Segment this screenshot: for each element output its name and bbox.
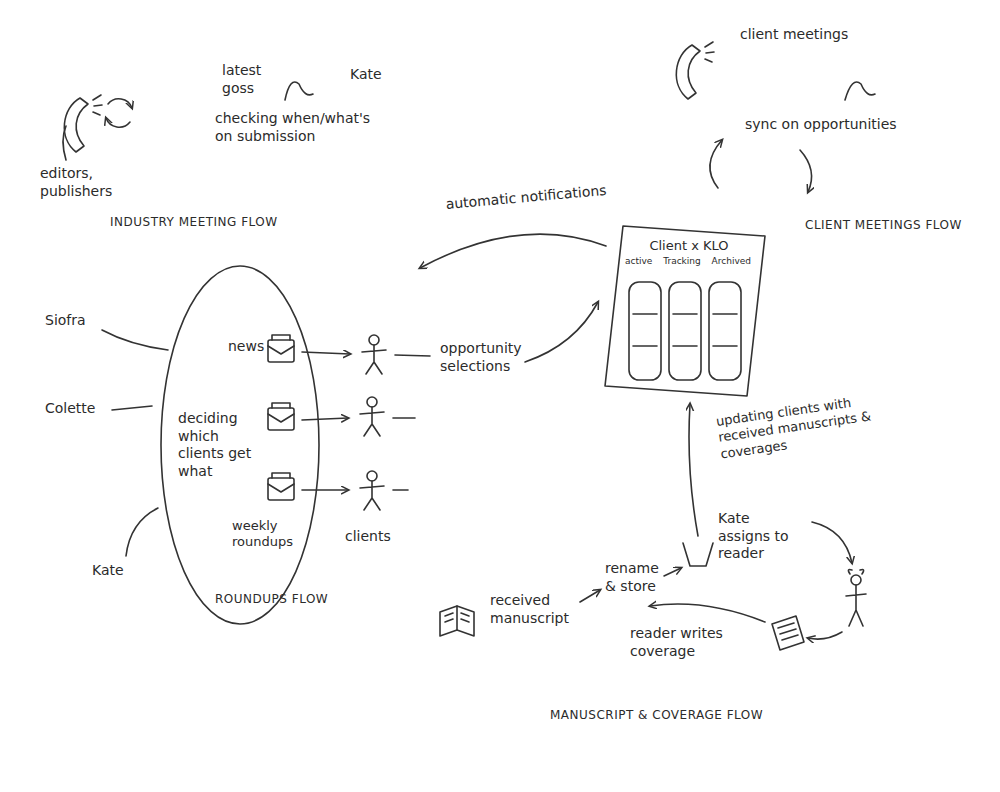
annotation-text: sync on opportunities xyxy=(745,116,897,134)
client-figure xyxy=(360,471,384,510)
arrow-label: updating clients with received manuscrip… xyxy=(715,388,910,463)
person-name: Siofra xyxy=(45,312,86,330)
phone-icon xyxy=(676,45,700,99)
kate-signature xyxy=(285,82,313,100)
flow-title: ROUNDUPS FLOW xyxy=(215,592,328,607)
newsletter-icon xyxy=(268,403,294,430)
decision-ellipse: deciding which clients get what xyxy=(160,265,320,625)
client-figure xyxy=(360,397,384,436)
flow-arrow xyxy=(302,489,348,491)
sound-lines xyxy=(93,95,102,115)
column-label: active xyxy=(625,256,652,267)
return-arrow xyxy=(650,604,765,622)
ellipse-text: deciding which clients get what xyxy=(178,410,252,480)
book-icon xyxy=(440,606,474,636)
flow-arrow xyxy=(580,590,600,602)
annotation-text: Kate assigns to reader xyxy=(718,510,800,563)
person-name: Kate xyxy=(92,562,124,580)
flow-arrow xyxy=(808,632,842,639)
flow-arrow xyxy=(664,568,681,576)
column-label: Tracking xyxy=(663,256,700,267)
flow-arrow xyxy=(302,352,350,354)
cycle-arrow xyxy=(800,150,812,192)
sync-arrows xyxy=(106,118,130,127)
board-title: Client x KLO xyxy=(605,238,765,254)
inbox-tray xyxy=(683,543,713,566)
annotation-text: news xyxy=(228,338,264,356)
arrow-label: automatic notifications xyxy=(445,182,607,213)
annotation-text: editors, publishers xyxy=(40,165,132,200)
newsletter-icon xyxy=(268,335,294,362)
leader-line xyxy=(102,330,168,350)
annotation-text: client meetings xyxy=(740,26,848,44)
column-label: Archived xyxy=(712,256,751,267)
annotation-text: checking when/what's on submission xyxy=(215,110,387,145)
client-figure xyxy=(362,335,386,374)
flow-title: MANUSCRIPT & COVERAGE FLOW xyxy=(550,708,763,723)
annotation-text: clients xyxy=(345,528,391,546)
person-name: Colette xyxy=(45,400,95,418)
leader-line xyxy=(126,508,158,556)
assign-arrow xyxy=(812,522,852,563)
update-arrow xyxy=(689,404,698,536)
selection-arrow xyxy=(525,302,598,362)
pointer-line xyxy=(63,126,66,160)
annotation-text: rename & store xyxy=(605,560,669,595)
annotation-text: latest goss xyxy=(222,62,284,97)
flow-title: INDUSTRY MEETING FLOW xyxy=(110,215,278,230)
flow-arrow xyxy=(393,489,408,491)
phone-icon xyxy=(64,98,88,152)
annotation-text: weekly roundups xyxy=(232,518,312,551)
sync-arrows xyxy=(108,99,132,108)
notification-arrow xyxy=(420,234,606,268)
sound-lines xyxy=(705,42,714,62)
kanban-board: Client x KLO active Tracking Archived xyxy=(605,222,765,397)
cycle-arrow xyxy=(710,140,722,188)
flow-arrow xyxy=(393,417,415,419)
person-name: Kate xyxy=(350,66,382,84)
newsletter-icon xyxy=(268,473,294,500)
kate-signature xyxy=(845,82,875,100)
flow-arrow xyxy=(395,355,430,356)
annotation-text: reader writes coverage xyxy=(630,625,742,660)
annotation-text: opportunity selections xyxy=(440,340,535,375)
annotation-text: received manuscript xyxy=(490,592,582,627)
leader-line xyxy=(112,406,152,410)
coverage-paper xyxy=(772,616,804,650)
flow-arrow xyxy=(302,418,348,420)
reader-figure xyxy=(846,570,866,627)
flow-title: CLIENT MEETINGS FLOW xyxy=(805,218,962,233)
